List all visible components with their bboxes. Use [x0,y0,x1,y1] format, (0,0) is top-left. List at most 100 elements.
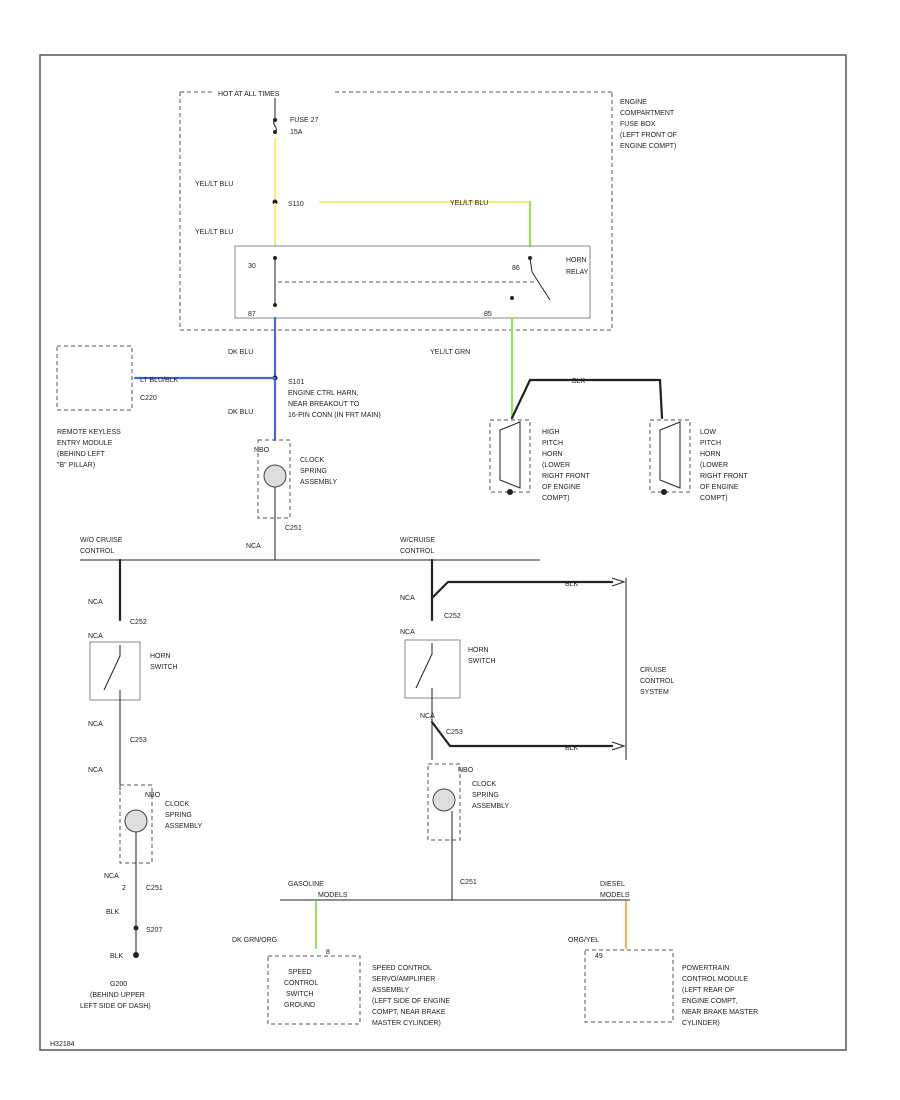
svg-text:ASSEMBLY: ASSEMBLY [300,479,338,486]
wire-label-dk-grn-org: DK GRN/ORG [232,937,277,944]
splice-s110-label: S110 [288,201,304,208]
wire-label-blk-1: BLK [106,909,120,916]
svg-text:COMPT, NEAR BRAKE: COMPT, NEAR BRAKE [372,1009,446,1016]
svg-text:PITCH: PITCH [542,440,563,447]
clock-spring-left-label: CLOCK SPRING ASSEMBLY [165,801,203,830]
svg-text:(BEHIND UPPER: (BEHIND UPPER [90,992,145,999]
splice-s101-label: S101 ENGINE CTRL HARN, NEAR BREAKOUT TO … [288,379,381,419]
wire-blk-cruise-bottom [430,720,614,748]
wire-label-dk-blu-1: DK BLU [228,349,253,356]
svg-text:ASSEMBLY: ASSEMBLY [165,823,203,830]
wire-label-nca-5: NCA [88,767,103,774]
pin-8: 8 [326,949,330,956]
svg-text:16-PIN CONN (IN FRT MAIN): 16-PIN CONN (IN FRT MAIN) [288,412,381,419]
connector-c253-right: C253 [446,729,463,736]
wire-label-org-yel: ORG/YEL [568,937,599,944]
horn-switch-left-box [89,641,141,701]
fuse-box-label: ENGINE COMPARTMENT FUSE BOX (LEFT FRONT … [620,99,677,150]
svg-text:CLOCK: CLOCK [472,781,496,788]
svg-text:NEAR BRAKE MASTER: NEAR BRAKE MASTER [682,1009,758,1016]
relay-pin86: 86 [512,265,520,272]
wire-label-nca-4: NCA [88,721,103,728]
diesel-1: DIESEL [600,881,625,888]
fuse-icon [273,119,277,133]
w-cruise-2: CONTROL [400,548,434,555]
pcm-box [584,949,674,1023]
svg-text:S101: S101 [288,379,304,386]
fuse-name: FUSE 27 [290,117,319,124]
connector-c251-left: C251 [146,885,163,892]
wire-label-blk-horn: BLK [572,378,586,385]
clock-spring-top-label: CLOCK SPRING ASSEMBLY [300,457,338,486]
relay-name-2: RELAY [566,269,589,276]
diagram-frame [39,54,847,1051]
svg-text:ENGINE CTRL HARN,: ENGINE CTRL HARN, [288,390,359,397]
svg-text:SPEED CONTROL: SPEED CONTROL [372,965,432,972]
svg-text:CRUISE: CRUISE [640,667,667,674]
svg-text:CLOCK: CLOCK [300,457,324,464]
svg-text:RIGHT FRONT: RIGHT FRONT [542,473,590,480]
svg-text:REMOTE KEYLESS: REMOTE KEYLESS [57,429,121,436]
svg-text:NEAR BREAKOUT TO: NEAR BREAKOUT TO [288,401,360,408]
low-horn-icon [659,421,681,489]
wire-label-yel-lt-blu-1: YEL/LT BLU [195,181,233,188]
gasoline-1: GASOLINE [288,881,324,888]
wire-label-dk-blu-2: DK BLU [228,409,253,416]
wire-label-nca-2: NCA [88,599,103,606]
svg-text:CONTROL: CONTROL [640,678,674,685]
splice-s110-dot [272,199,278,205]
low-horn-label: LOW PITCH HORN (LOWER RIGHT FRONT OF ENG… [700,429,748,502]
ground-label: G200 (BEHIND UPPER LEFT SIDE OF DASH) [80,981,151,1010]
ground-icon [133,952,139,958]
svg-text:(BEHIND LEFT: (BEHIND LEFT [57,451,106,458]
wire-blk-cruise-top [430,580,614,600]
low-horn-outline [649,419,691,493]
svg-text:RIGHT FRONT: RIGHT FRONT [700,473,748,480]
horn-switch-right-2: SWITCH [468,658,496,665]
wo-cruise-2: CONTROL [80,548,114,555]
wire-label-yel-lt-blu-3: YEL/LT BLU [450,200,488,207]
horn-switch-right-icon [415,643,433,698]
svg-text:CLOCK: CLOCK [165,801,189,808]
svg-text:COMPT): COMPT) [542,495,570,502]
footer-code: H32184 [50,1041,75,1048]
w-cruise-1: W/CRUISE [400,537,435,544]
relay-pin87: 87 [248,311,256,318]
power-label: HOT AT ALL TIMES [218,91,280,98]
clock-spring-left-icon [124,809,148,833]
svg-text:SWITCH: SWITCH [286,991,314,998]
wire-label-nca-7: NCA [400,595,415,602]
clock-spring-top-outline [257,439,291,519]
svg-text:SPRING: SPRING [165,812,192,819]
wire-label-lt-blu-blk: LT BLU/BLK [140,377,179,384]
wo-cruise-1: W/O CRUISE [80,537,123,544]
connector-c220: C220 [140,395,157,402]
horn-switch-left-1: HORN [150,653,171,660]
diesel-2: MODELS [600,892,630,899]
svg-text:(LOWER: (LOWER [700,462,728,469]
svg-text:HIGH: HIGH [542,429,560,436]
wire-label-nca-3: NCA [88,633,103,640]
svg-text:CONTROL MODULE: CONTROL MODULE [682,976,748,983]
svg-text:ENGINE: ENGINE [620,99,647,106]
wire-label-yel-lt-blu-2: YEL/LT BLU [195,229,233,236]
svg-text:COMPT): COMPT) [700,495,728,502]
svg-text:SPRING: SPRING [300,468,327,475]
connector-c251-top: C251 [285,525,302,532]
svg-text:SPEED: SPEED [288,969,312,976]
svg-text:LOW: LOW [700,429,716,436]
cable-id-left: NBO [145,792,161,799]
svg-text:LEFT SIDE OF DASH): LEFT SIDE OF DASH) [80,1003,151,1010]
splice-s207: S207 [146,927,162,934]
clock-spring-right-icon [432,788,456,812]
svg-text:COMPARTMENT: COMPARTMENT [620,110,675,117]
svg-text:SYSTEM: SYSTEM [640,689,669,696]
svg-text:GROUND: GROUND [284,1002,315,1009]
svg-text:(LEFT FRONT OF: (LEFT FRONT OF [620,132,677,139]
horn-relay-box [234,245,591,319]
connector-c252-left: C252 [130,619,147,626]
svg-text:(LEFT REAR OF: (LEFT REAR OF [682,987,734,994]
svg-text:ENGINE COMPT): ENGINE COMPT) [620,143,676,150]
horn-switch-left-icon [103,645,121,700]
